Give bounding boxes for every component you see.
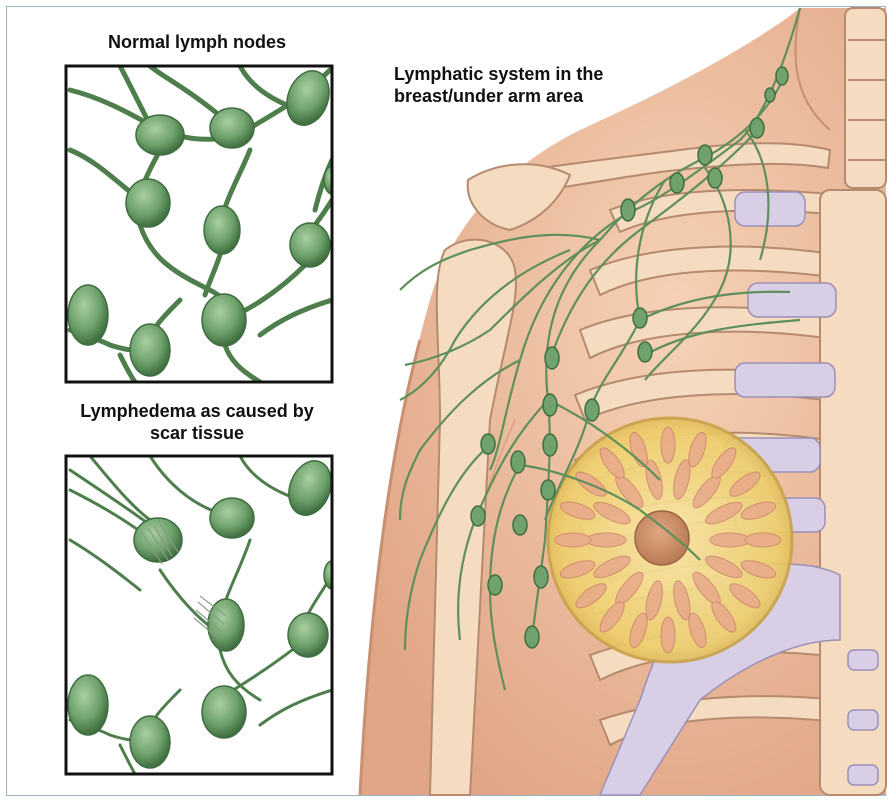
lymphedema-title-line1: Lymphedema as caused by xyxy=(42,400,352,422)
breast-lobule xyxy=(710,533,750,547)
lymphedema-title-line2: scar tissue xyxy=(42,422,352,444)
lymphedema-title: Lymphedema as caused by scar tissue xyxy=(42,400,352,444)
main-title-line2: breast/under arm area xyxy=(394,85,654,107)
panel-lymphedema xyxy=(66,455,340,774)
normal-lymph-nodes-title: Normal lymph nodes xyxy=(62,31,332,53)
breast-lobule xyxy=(661,617,675,653)
breast-lobule xyxy=(745,533,781,547)
lymphatic-system-title: Lymphatic system in the breast/under arm… xyxy=(394,63,654,107)
main-title-line1: Lymphatic system in the xyxy=(394,63,654,85)
breast-lobule xyxy=(586,533,626,547)
panel-normal-lymph-nodes xyxy=(66,65,340,382)
normal-title-text: Normal lymph nodes xyxy=(108,32,286,52)
breast-lobule xyxy=(661,427,675,463)
breast-lobule xyxy=(555,533,591,547)
breast-gland xyxy=(548,418,792,662)
